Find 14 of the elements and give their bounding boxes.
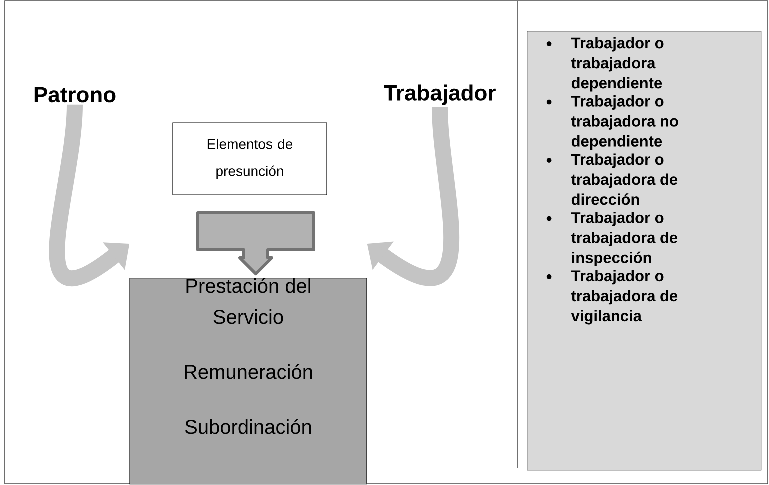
content-box — [130, 278, 368, 485]
list-item: Trabajador o trabajadora de inspección — [571, 212, 678, 266]
callout-shape — [196, 212, 316, 276]
list-item: Trabajador o trabajadora dependiente — [571, 37, 664, 92]
item-text: Remuneración — [185, 364, 312, 380]
item-text: Prestación del Servicio — [186, 278, 310, 324]
actor-label: Patrono — [34, 87, 116, 103]
list-box — [527, 31, 762, 471]
item-text: Subordinación — [185, 419, 312, 434]
list-item: Trabajador o trabajadora de dirección — [571, 154, 678, 206]
list-item: Trabajador o trabajadora de vigilancia — [571, 270, 678, 325]
actor-label: Trabajador — [384, 84, 496, 106]
text-box: Elementos de presunción — [172, 122, 328, 196]
list-item: Trabajador o trabajadora no dependiente — [571, 96, 678, 150]
